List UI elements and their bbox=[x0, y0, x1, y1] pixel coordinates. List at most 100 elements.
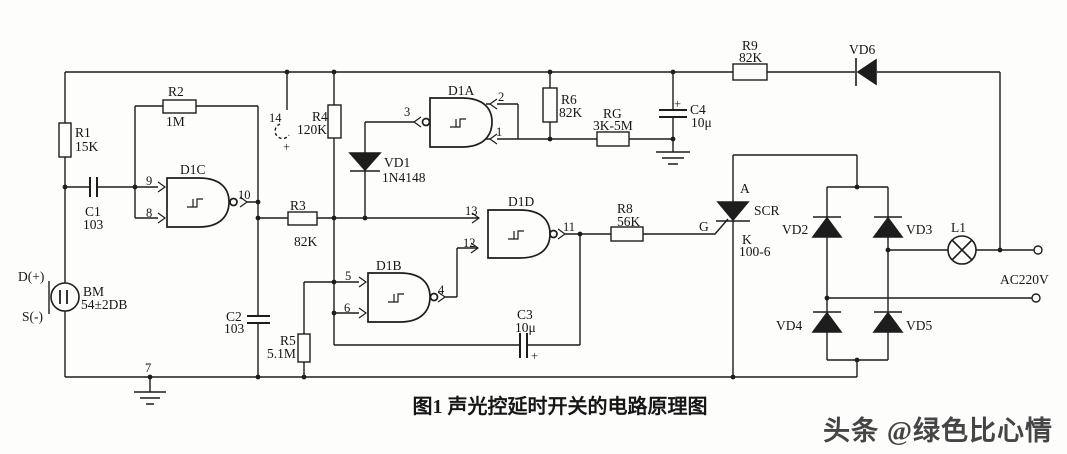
junction-dot bbox=[824, 295, 830, 301]
lamp-ref: L1 bbox=[951, 220, 966, 235]
gate-d1b-label: D1B bbox=[376, 258, 402, 273]
pin-5-label: 5 bbox=[345, 269, 351, 283]
gate-d1c-bubble bbox=[229, 197, 238, 207]
pin-8-label: 8 bbox=[146, 206, 152, 220]
junction-dot bbox=[255, 374, 261, 380]
junction-dot bbox=[255, 215, 261, 221]
c4-plus-sign: + bbox=[674, 97, 681, 111]
junction-dot bbox=[730, 374, 736, 380]
c3-ref: C3 bbox=[517, 307, 533, 322]
pin-9-label: 9 bbox=[146, 174, 152, 188]
vd6-ref: VD6 bbox=[849, 42, 875, 57]
junction-dots bbox=[62, 69, 1003, 380]
lamp-l1 bbox=[947, 235, 977, 265]
watermark: 头条 @绿色比心情 bbox=[823, 415, 1053, 446]
rg-ref: RG bbox=[603, 106, 622, 121]
lamp-cross bbox=[951, 239, 973, 261]
scr-val: 100-6 bbox=[739, 244, 771, 259]
vd1-val: 1N4148 bbox=[382, 170, 426, 185]
gate-d1b-body bbox=[367, 272, 431, 323]
junction-dot bbox=[885, 247, 891, 253]
junction-dot bbox=[670, 69, 676, 75]
c4-ref: C4 bbox=[690, 102, 706, 117]
junction-dot bbox=[362, 215, 368, 221]
junction-dot bbox=[331, 69, 337, 75]
r3-val: 82K bbox=[294, 234, 318, 249]
scr-gate-label: G bbox=[699, 219, 709, 234]
chevron-pin3 bbox=[412, 116, 422, 128]
pin-1-label: 1 bbox=[496, 125, 502, 139]
pin-12-label: 12 bbox=[463, 236, 476, 250]
c1-val: 103 bbox=[83, 217, 104, 232]
pin-11-label: 11 bbox=[563, 220, 575, 234]
gate-d1c-label: D1C bbox=[180, 162, 206, 177]
schmitt-glyph-d1c bbox=[187, 198, 203, 208]
vd3-ref: VD3 bbox=[906, 222, 932, 237]
mic-plates bbox=[59, 290, 68, 304]
r2-ref: R2 bbox=[168, 84, 184, 99]
gate-d1b-bubble bbox=[429, 292, 439, 302]
ac-terminal-top bbox=[1033, 245, 1043, 255]
pin14-plus-sign: + bbox=[283, 140, 290, 154]
diodes bbox=[348, 58, 904, 333]
c2-val: 103 bbox=[224, 321, 245, 336]
junction-dot bbox=[577, 231, 583, 237]
c3-plus-sign: + bbox=[531, 349, 538, 363]
junction-dot bbox=[255, 199, 261, 205]
vd6-diode bbox=[855, 58, 877, 86]
mic-neg-label: S(-) bbox=[22, 309, 43, 324]
c3-capacitor bbox=[519, 333, 528, 358]
labels: R1 15K R2 1M R3 82K R4 120K R5 5.1M R6 8… bbox=[18, 38, 1053, 447]
r4-resistor bbox=[327, 104, 342, 139]
ac-supply-label: AC220V bbox=[1000, 272, 1049, 287]
mic-pos-label: D(+) bbox=[18, 269, 44, 284]
junction-dot bbox=[301, 374, 307, 380]
r9-val: 82K bbox=[739, 50, 763, 65]
pin-6-label: 6 bbox=[344, 301, 350, 315]
r5-resistor bbox=[297, 333, 311, 363]
junction-dot bbox=[670, 136, 676, 142]
junction-dot bbox=[547, 69, 553, 75]
c1-capacitor bbox=[89, 177, 98, 197]
schmitt-glyph-d1a bbox=[450, 118, 466, 128]
junction-dot bbox=[331, 279, 337, 285]
junction-dot bbox=[331, 215, 337, 221]
r4-ref: R4 bbox=[312, 109, 328, 124]
nand-gates bbox=[166, 97, 558, 323]
r4-val: 120K bbox=[297, 122, 327, 137]
chevron-pin8 bbox=[157, 212, 167, 224]
schmitt-glyph-d1d bbox=[508, 230, 524, 240]
vd1-diode bbox=[348, 152, 382, 172]
chevron-pin13 bbox=[471, 212, 481, 224]
bridge-diode-vd3 bbox=[872, 216, 904, 238]
gate-d1a-label: D1A bbox=[448, 83, 474, 98]
junction-dot bbox=[331, 310, 337, 316]
vd4-ref: VD4 bbox=[776, 318, 802, 333]
pin-2-label: 2 bbox=[498, 90, 504, 104]
mic-ref: BM bbox=[83, 284, 104, 299]
rg-val: 3K-5M bbox=[593, 118, 633, 133]
chevron-pin5 bbox=[358, 276, 368, 288]
c3-val: 10μ bbox=[515, 320, 536, 335]
r6-val: 82K bbox=[559, 105, 583, 120]
c2-ref: C2 bbox=[226, 309, 242, 324]
bridge-diode-vd2 bbox=[811, 216, 843, 238]
rg-resistor bbox=[596, 131, 630, 147]
r5-ref: R5 bbox=[280, 333, 296, 348]
mic-body bbox=[50, 282, 80, 312]
chevron-pin9 bbox=[157, 181, 167, 193]
c1-ref: C1 bbox=[85, 204, 101, 219]
scr-ref: SCR bbox=[754, 203, 780, 218]
chevron-pin12 bbox=[470, 242, 480, 254]
r3-ref: R3 bbox=[290, 198, 306, 213]
gate-d1d-label: D1D bbox=[508, 194, 534, 209]
pin-10-label: 10 bbox=[238, 188, 251, 202]
gate-d1a-body bbox=[429, 97, 493, 148]
junction-dot bbox=[997, 247, 1003, 253]
gate-d1d-body bbox=[487, 209, 551, 259]
chevron-pin6 bbox=[358, 307, 368, 319]
junction-dot bbox=[854, 357, 860, 363]
ic-pin14-label: 14 bbox=[269, 111, 282, 125]
ground-symbol-pin7 bbox=[134, 391, 166, 405]
